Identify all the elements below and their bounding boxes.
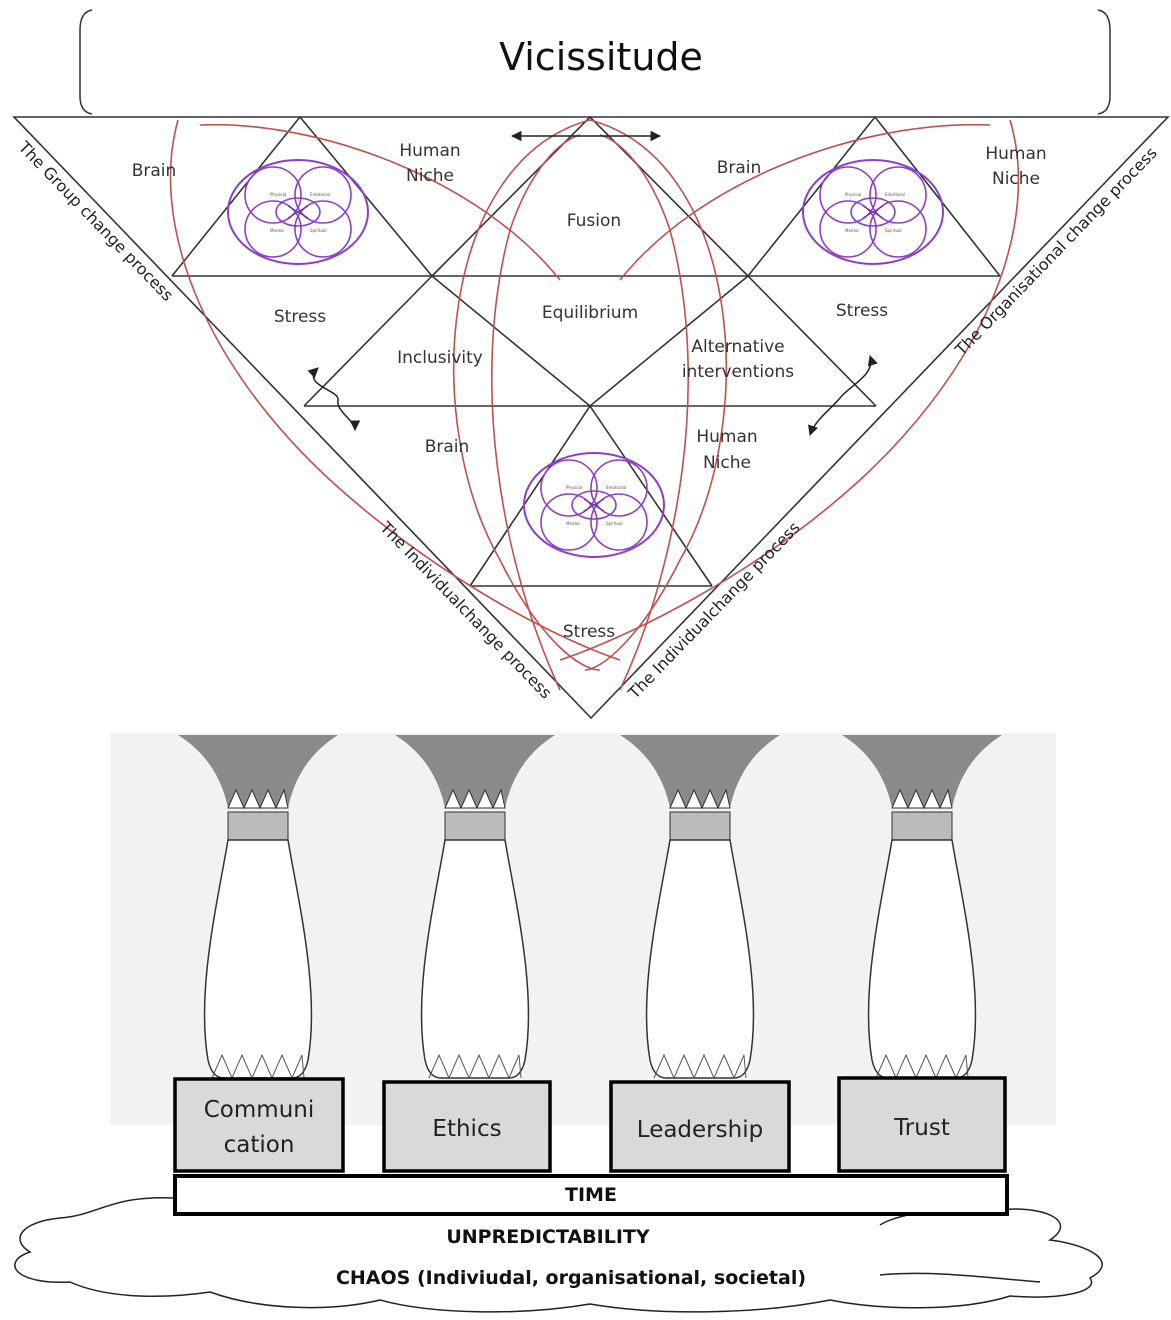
time-bar (173, 1174, 1009, 1216)
label-stress-right: Stress (836, 301, 888, 321)
venn-label-mental: Mental (270, 228, 284, 233)
venn-label-emotional: Emotional (885, 192, 905, 197)
chaos-cloud (14, 1196, 1103, 1313)
pillar-box-ethics (382, 1080, 552, 1173)
pillar-box-trust (837, 1076, 1007, 1173)
label-brain-bottom: Brain (425, 437, 470, 457)
label-interventions: interventions (682, 362, 794, 382)
label-alternative: Alternative (691, 337, 784, 357)
venn-label-mental: Mental (845, 228, 859, 233)
vicissitude-brace (79, 9, 1111, 115)
label-fusion: Fusion (567, 211, 621, 231)
venn-label-physical: Physical (566, 485, 582, 490)
pillar-boxes: Communi cation Ethics Leadership Trust (173, 1076, 1007, 1173)
venn-label-emotional: Emotional (606, 485, 626, 490)
red-change-curves (169, 119, 1020, 691)
column-1 (178, 735, 338, 1080)
venn-label-spiritual: Spiritual (310, 228, 327, 233)
label-niche-left-2: Niche (406, 166, 454, 186)
label-human-left-1: Human (399, 141, 460, 161)
venn-labels: Physical Emotional Mental Spiritual Phys… (270, 192, 905, 526)
triangle-labels: Brain Human Niche Fusion Brain Human Nic… (132, 141, 1047, 642)
pillar-label-ethics: Ethics (432, 1116, 501, 1142)
column-3 (620, 735, 780, 1080)
venn-right (802, 159, 944, 265)
label-human-right-1: Human (985, 144, 1046, 164)
venn-label-emotional: Emotional (310, 192, 330, 197)
label-niche-bottom-2: Niche (703, 453, 751, 473)
column-2 (395, 735, 555, 1080)
venn-label-mental: Mental (566, 521, 580, 526)
label-equilibrium: Equilibrium (542, 303, 638, 323)
pillar-label-communi: Communi (204, 1097, 315, 1123)
pillar-label-cation: cation (224, 1132, 295, 1158)
venn-label-physical: Physical (270, 192, 286, 197)
venn-label-spiritual: Spiritual (606, 521, 623, 526)
venn-label-spiritual: Spiritual (885, 228, 902, 233)
label-stress-bottom: Stress (563, 622, 615, 642)
arrows (307, 130, 878, 436)
columns (178, 735, 1002, 1080)
pillar-label-leadership: Leadership (637, 1117, 763, 1143)
diagram-title: Vicissitude (499, 35, 703, 79)
pillar-box-communication (173, 1077, 345, 1173)
time-label: TIME (565, 1184, 617, 1206)
label-brain-right: Brain (717, 158, 762, 178)
side-label-organisational: The Organisational change process (951, 143, 1161, 360)
unpredictability-label: UNPREDICTABILITY (446, 1226, 650, 1248)
pillar-label-trust: Trust (893, 1115, 950, 1141)
venn-bottom (523, 452, 665, 558)
label-niche-right-2: Niche (992, 169, 1040, 189)
label-brain-left: Brain (132, 161, 177, 181)
chaos-label: CHAOS (Indiviudal, organisational, socie… (336, 1267, 806, 1289)
pillar-box-leadership (609, 1080, 791, 1173)
label-inclusivity: Inclusivity (397, 348, 483, 368)
venn-label-physical: Physical (845, 192, 861, 197)
label-stress-left: Stress (274, 307, 326, 327)
venn-left (227, 159, 369, 265)
label-human-bottom-1: Human (696, 427, 757, 447)
